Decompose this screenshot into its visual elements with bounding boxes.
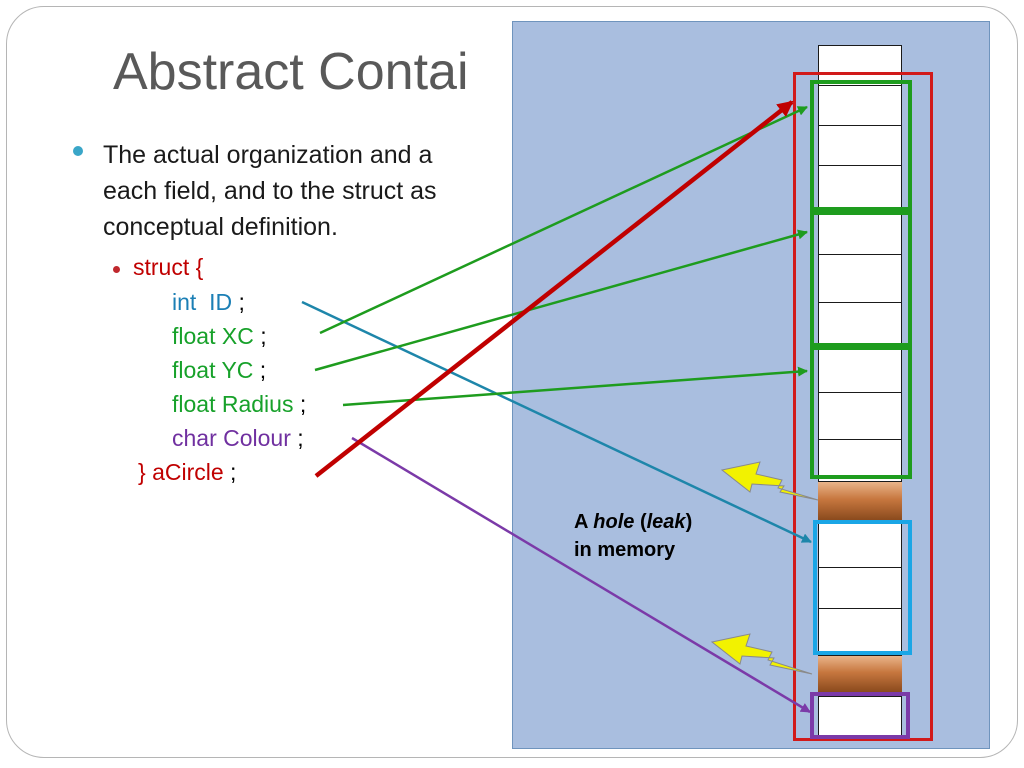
code-radius: float Radius [172,391,294,417]
code-int-name: ID [209,289,233,315]
field-box-radius [810,346,912,479]
hole-label-hole: hole [593,511,635,533]
field-box-colour [810,692,910,739]
lightning-icon [720,461,819,501]
memory-cell [818,165,902,211]
bullet-line-1: The actual organization and a [103,141,433,169]
code-line-close: } aCircle ; [138,459,236,486]
hole-label-line2: in memory [574,539,676,561]
memory-cell [818,85,902,126]
code-line-xc: float XC ; [172,323,267,350]
code-semicolon: ; [260,323,267,349]
memory-hole [818,482,902,520]
code-line-yc: float YC ; [172,357,266,384]
code-int-type: int [172,289,197,315]
hole-label: A hole (leak) in memory [574,508,692,564]
arrow-yc-to-memory [314,229,808,372]
field-box-yc [810,211,912,347]
hole-label-paren-close: ) [685,511,693,533]
code-semicolon: ; [297,425,304,451]
lightning-icon [710,633,813,675]
code-semicolon: ; [238,289,245,315]
hole-label-a: A [574,511,588,533]
hole-label-paren-open: ( [639,511,647,533]
memory-cell [818,696,902,736]
code-line-int: int ID ; [172,289,245,316]
code-yc: float YC [172,357,254,383]
code-acircle: } aCircle [138,459,224,485]
field-box-id [813,520,912,655]
bullet-dot-level1 [73,146,83,156]
code-line-radius: float Radius ; [172,391,306,418]
code-semicolon: ; [259,357,267,383]
memory-cell [818,439,902,482]
slide-title: Abstract Contai [113,43,469,101]
code-line-colour: char Colour ; [172,425,304,452]
arrow-colour-to-memory [351,436,811,714]
memory-cell [818,392,902,440]
hole-label-leak: leak [646,511,686,533]
bullet-line-3: conceptual definition. [103,213,338,241]
arrow-id-to-memory [301,300,812,544]
struct-outline [793,72,933,741]
arrow-xc-to-memory [319,105,808,335]
code-semicolon: ; [230,459,237,485]
memory-hole [818,656,902,692]
code-semicolon: ; [299,391,307,417]
field-box-xc [810,80,912,211]
memory-cell [818,567,902,609]
bullet-line-2: each field, and to the struct as [103,177,437,205]
code-colour: char Colour [172,425,291,451]
bullet-dot-level2 [113,266,120,273]
bullet-text: The actual organization and a each field… [103,137,437,245]
arrow-radius-to-memory [342,366,808,407]
memory-cell [818,302,902,348]
hole-label-line1: A hole (leak) [574,508,692,536]
memory-cell [818,608,902,656]
arrow-struct-to-memory [314,100,794,478]
memory-cell [818,45,902,86]
code-struct-open: struct { [133,254,204,280]
code-xc: float XC [172,323,254,349]
